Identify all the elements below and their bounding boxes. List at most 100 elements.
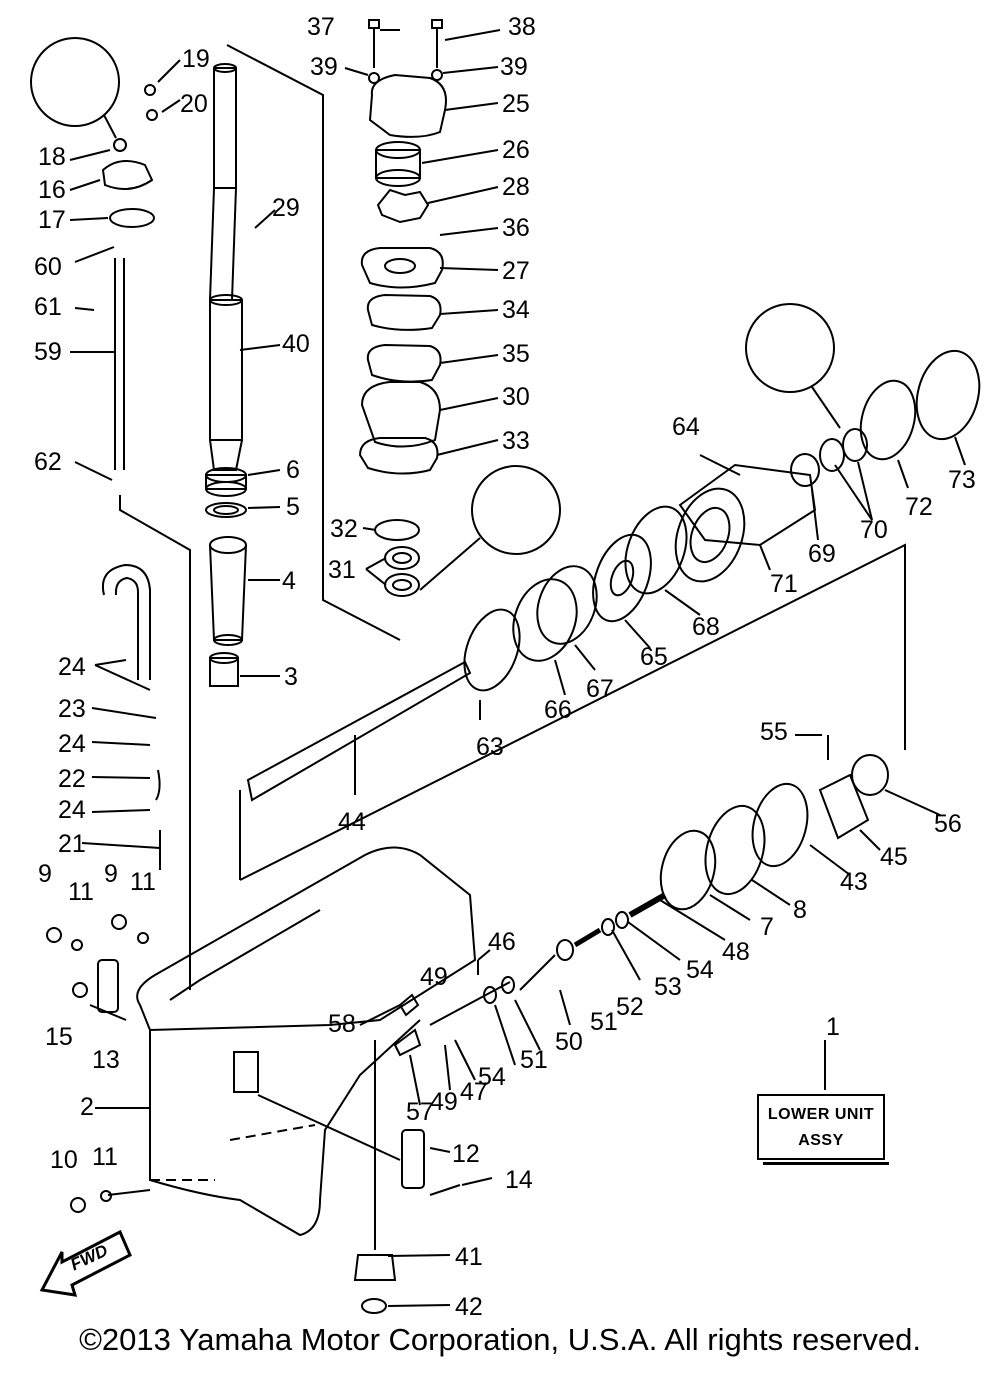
callout-c41: 41 [455,1243,483,1271]
callout-c35: 35 [502,340,530,368]
callout-c67: 67 [586,675,614,703]
callout-c7: 7 [760,913,774,941]
gear-case-vent-shape [233,1051,259,1093]
callout-c43: 43 [840,868,868,896]
callout-c51b: 51 [590,1008,618,1036]
callout-c12: 12 [452,1140,480,1168]
pump-housing-shape [368,73,447,138]
callout-c37: 37 [307,13,335,41]
assembly-box: LOWER UNIT ASSY [757,1094,889,1165]
callout-c22: 22 [58,765,86,793]
gasket-33-shape [358,437,439,475]
callout-c5: 5 [286,493,300,521]
callout-c2: 2 [80,1093,94,1121]
callout-c44: 44 [338,808,366,836]
callout-c11c: 11 [92,1143,118,1171]
callout-c11a: 11 [68,878,94,906]
callout-c50: 50 [555,1028,583,1056]
callout-c46: 46 [488,928,516,956]
callout-c71: 71 [770,570,798,598]
callout-c42: 42 [455,1293,483,1321]
callout-c25: 25 [502,90,530,118]
callout-c26: 26 [502,136,530,164]
impeller-shape [376,188,430,224]
callout-c60: 60 [34,253,62,281]
callout-c49b: 49 [430,1088,458,1116]
callout-c52: 52 [616,993,644,1021]
callout-c39a: 39 [310,53,338,81]
callout-c72: 72 [905,493,933,521]
bearing-housing-shape [678,463,817,547]
callout-c31: 31 [328,556,356,584]
callout-c17: 17 [38,206,66,234]
callout-c30: 30 [502,383,530,411]
callout-c55: 55 [760,718,788,746]
callout-c16: 16 [38,176,66,204]
callout-c66: 66 [544,696,572,724]
callout-c38: 38 [508,13,536,41]
callout-c11b: 11 [130,868,156,896]
callout-c70: 70 [860,516,888,544]
callout-c10: 10 [50,1146,78,1174]
callout-c24c: 24 [58,796,86,824]
plate-34-shape [366,293,442,331]
callout-c1: 1 [826,1013,840,1041]
callout-c9b: 9 [104,860,118,888]
gear-case-top-shape [136,846,477,1032]
callout-c24a: 24 [58,653,86,681]
callout-c59: 59 [34,338,62,366]
callout-c68: 68 [692,613,720,641]
callout-c34: 34 [502,296,530,324]
callout-c23: 23 [58,695,86,723]
copyright-notice: ©2013 Yamaha Motor Corporation, U.S.A. A… [79,1322,921,1357]
callout-c63: 63 [476,733,504,761]
callout-c13: 13 [92,1046,120,1074]
callout-c54a: 54 [478,1063,506,1091]
propeller-shaft-shape [246,660,472,802]
callout-c47: 47 [460,1078,488,1106]
callout-c56: 56 [934,810,962,838]
callout-c64: 64 [672,413,700,441]
callout-c6: 6 [286,456,300,484]
callout-c73: 73 [948,466,976,494]
callout-c48: 48 [722,938,750,966]
callout-c53: 53 [654,973,682,1001]
callout-c54b: 54 [686,956,714,984]
callout-c24b: 24 [58,730,86,758]
callout-c27: 27 [502,257,530,285]
callout-c18: 18 [38,143,66,171]
callout-c4: 4 [282,567,296,595]
callout-c15: 15 [45,1023,73,1051]
pump-cup-30-shape [360,381,442,448]
callout-c51a: 51 [520,1046,548,1074]
callout-c28: 28 [502,173,530,201]
gasket-27-shape [360,247,444,289]
callout-c58: 58 [328,1010,356,1038]
callout-c65: 65 [640,643,668,671]
callout-c19: 19 [182,45,210,73]
callout-c69: 69 [808,540,836,568]
callout-c61: 61 [34,293,62,321]
callout-c21: 21 [58,830,86,858]
callout-c20: 20 [180,90,208,118]
callout-c8: 8 [793,896,807,924]
callout-c33: 33 [502,427,530,455]
callout-c3: 3 [284,663,298,691]
callout-c36: 36 [502,214,530,242]
callout-c40: 40 [282,330,310,358]
callout-c62: 62 [34,448,62,476]
assembly-box-line2: ASSY [798,1132,844,1149]
callout-c45: 45 [880,843,908,871]
assembly-box-line1: LOWER UNIT [767,1106,875,1123]
callout-c57: 57 [406,1098,434,1126]
callout-c14: 14 [505,1166,533,1194]
fwd-arrow-icon [39,1229,132,1297]
callout-c9a: 9 [38,860,52,888]
callout-c49a: 49 [420,963,448,991]
callout-c32: 32 [330,515,358,543]
gasket-35-shape [366,343,442,383]
callout-c29: 29 [272,194,300,222]
